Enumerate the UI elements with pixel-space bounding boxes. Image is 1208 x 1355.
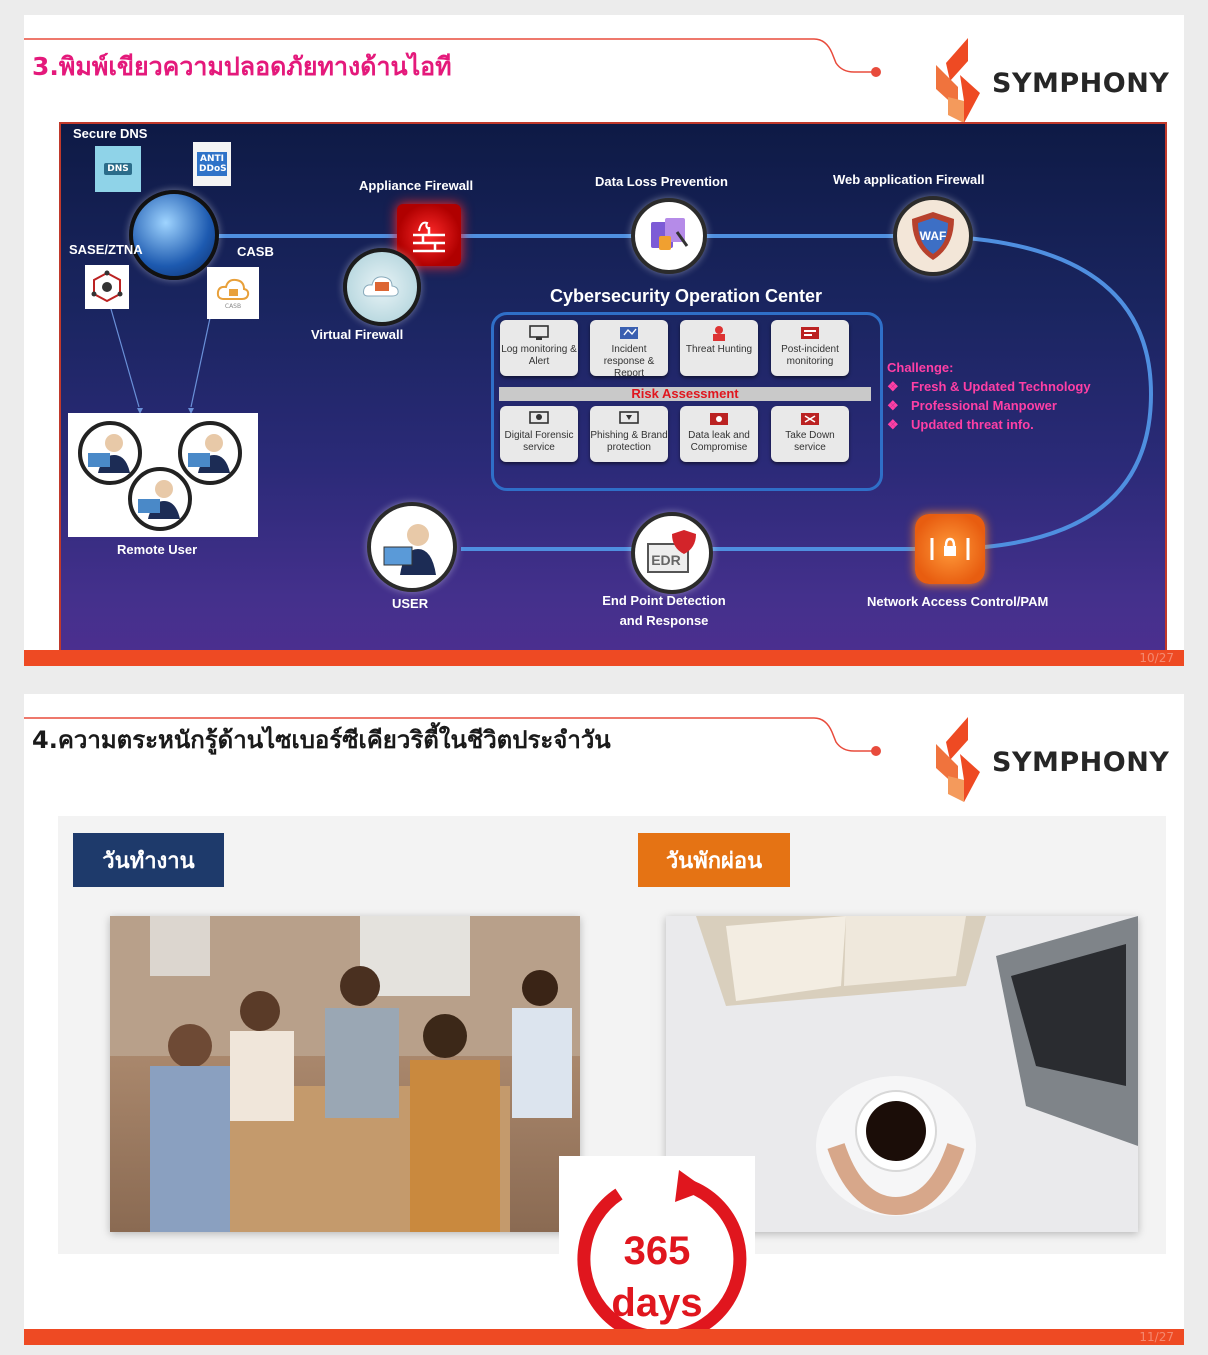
challenge-list: Challenge: ❖Fresh & Updated Technology ❖… bbox=[887, 360, 1091, 436]
edr-icon: EDR bbox=[631, 512, 713, 594]
security-blueprint-diagram: Secure DNS DNS ANTI DDoS SASE/ZTNA CASB … bbox=[59, 122, 1167, 652]
soc-tile-take-down: Take Down service bbox=[771, 406, 849, 462]
footer-bar: 11/27 bbox=[24, 1329, 1184, 1345]
brand-name: SYMPHONY bbox=[992, 747, 1170, 778]
casb-cloud-lock-icon: CASB bbox=[207, 267, 259, 319]
soc-title: Cybersecurity Operation Center bbox=[549, 286, 823, 306]
dlp-label: Data Loss Prevention bbox=[595, 174, 728, 189]
symphony-logo-icon bbox=[936, 38, 980, 123]
page-number: 11/27 bbox=[1139, 1330, 1174, 1344]
soc-tile-data-leak: Data leak and Compromise bbox=[680, 406, 758, 462]
virtual-firewall-label: Virtual Firewall bbox=[311, 327, 404, 342]
soc-tile-log-monitoring: Log monitoring & Alert bbox=[500, 320, 578, 376]
data-loss-prevention-icon bbox=[631, 198, 707, 274]
sase-network-icon bbox=[85, 265, 129, 309]
soc-tile-digital-forensic: Digital Forensic service bbox=[500, 406, 578, 462]
anti-ddos-icon: ANTI DDoS bbox=[193, 142, 231, 186]
soc-tile-incident-response: Incident response & Report bbox=[590, 320, 668, 376]
challenge-item: ❖Updated threat info. bbox=[887, 417, 1034, 432]
challenge-item: ❖Professional Manpower bbox=[887, 398, 1057, 413]
challenge-item: ❖Fresh & Updated Technology bbox=[887, 379, 1091, 394]
days-word: days bbox=[611, 1281, 702, 1325]
page-number: 10/27 bbox=[1139, 651, 1174, 665]
soc-tile-phishing: Phishing & Brand protection bbox=[590, 406, 668, 462]
waf-shield-icon: WAF bbox=[893, 196, 973, 276]
slide-title: 3.พิมพ์เขียวความปลอดภัยทางด้านไอที bbox=[32, 52, 452, 81]
soc-tile-threat-hunting: Threat Hunting bbox=[680, 320, 758, 376]
appliance-firewall-label: Appliance Firewall bbox=[359, 178, 474, 193]
slide-cyber-awareness: 4.ความตระหนักรู้ด้านไซเบอร์ซีเคียวริตี้ใ… bbox=[24, 694, 1184, 1345]
slide-title: 4.ความตระหนักรู้ด้านไซเบอร์ซีเคียวริตี้ใ… bbox=[32, 726, 611, 754]
remote-user-label: Remote User bbox=[117, 542, 198, 557]
content-panel: วันทำงาน วันพักผ่อน bbox=[58, 816, 1166, 1345]
network-access-lock-icon bbox=[915, 514, 985, 584]
appliance-firewall-icon bbox=[397, 204, 461, 266]
title-accent-line bbox=[24, 717, 881, 756]
user-label: USER bbox=[392, 596, 429, 611]
brand-logo: SYMPHONY bbox=[934, 714, 1169, 804]
symphony-logo-icon bbox=[936, 717, 980, 802]
edr-label-line2: and Response bbox=[619, 613, 709, 628]
brand-logo: SYMPHONY bbox=[934, 35, 1169, 125]
casb-label: CASB bbox=[237, 244, 274, 259]
network-path bbox=[211, 234, 1154, 551]
soc-container bbox=[491, 312, 883, 491]
holiday-tag: วันพักผ่อน bbox=[638, 833, 790, 887]
risk-assessment-bar: Risk Assessment bbox=[499, 387, 871, 401]
svg-text:WAF: WAF bbox=[920, 229, 947, 243]
edr-label-line1: End Point Detection bbox=[602, 593, 726, 608]
remote-user-avatar-icon bbox=[78, 421, 142, 485]
title-accent-line bbox=[24, 38, 881, 77]
footer-bar: 10/27 bbox=[24, 650, 1184, 666]
svg-text:EDR: EDR bbox=[651, 552, 681, 568]
days-number: 365 bbox=[624, 1229, 691, 1273]
remote-users-image bbox=[68, 413, 258, 537]
dns-icon: DNS bbox=[95, 146, 141, 192]
nac-label: Network Access Control/PAM bbox=[867, 594, 1049, 609]
remote-user-avatar-icon bbox=[128, 467, 192, 531]
secure-dns-label: Secure DNS bbox=[73, 126, 148, 141]
waf-label: Web application Firewall bbox=[833, 172, 985, 187]
soc-tile-post-incident: Post-incident monitoring bbox=[771, 320, 849, 376]
user-icon bbox=[367, 502, 457, 592]
connection-lines bbox=[108, 234, 1154, 551]
365-days-badge: 365 days bbox=[559, 1156, 755, 1345]
workday-tag: วันทำงาน bbox=[73, 833, 224, 887]
slide-security-blueprint: 3.พิมพ์เขียวความปลอดภัยทางด้านไอที SYMPH… bbox=[24, 15, 1184, 666]
sase-ztna-label: SASE/ZTNA bbox=[69, 242, 143, 257]
globe-icon bbox=[129, 190, 219, 280]
office-meeting-photo bbox=[110, 916, 580, 1232]
brand-name: SYMPHONY bbox=[992, 68, 1170, 99]
virtual-firewall-icon bbox=[343, 248, 421, 326]
remote-user-avatar-icon bbox=[178, 421, 242, 485]
challenge-title: Challenge: bbox=[887, 360, 954, 375]
